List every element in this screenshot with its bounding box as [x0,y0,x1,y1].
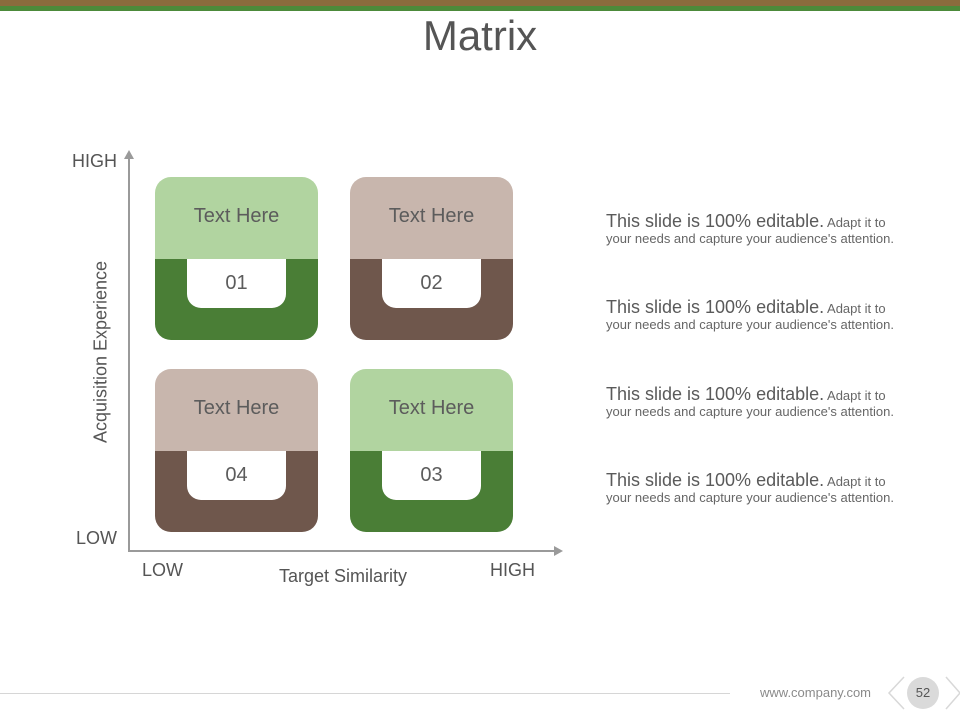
y-axis-line [128,152,130,552]
description-body: Adapt it to your needs and capture your … [606,215,894,246]
matrix-tile-04: Text Here 04 [155,369,318,532]
tile-top [350,369,513,451]
description-block-1: This slide is 100% editable. Adapt it to… [606,211,896,247]
matrix-tile-01: Text Here 01 [155,177,318,340]
tile-label: Text Here [388,397,475,419]
y-axis-high-label: HIGH [72,151,117,171]
description-body: Adapt it to your needs and capture your … [606,301,894,332]
x-axis-title: Target Similarity [279,566,408,586]
tile-label: Text Here [388,205,475,227]
tile-label: Text Here [193,205,280,227]
tile-label: Text Here [193,397,280,419]
tile-number: 02 [382,259,481,308]
x-axis-low-label: LOW [142,560,184,580]
page-nav-chevrons-icon [887,676,960,710]
x-axis-high-label: HIGH [490,560,535,580]
top-bar-green-stripe [0,6,960,11]
tile-number: 01 [187,259,286,308]
tile-top [155,177,318,259]
page-number-badge: 52 [907,677,939,709]
tile-number: 03 [382,451,481,500]
tile-number: 04 [187,451,286,500]
description-block-2: This slide is 100% editable. Adapt it to… [606,297,896,333]
y-axis-title: Acquisition Experience [90,260,111,444]
tile-top [155,369,318,451]
description-body: Adapt it to your needs and capture your … [606,388,894,419]
x-axis-arrow-icon [554,546,563,556]
description-body: Adapt it to your needs and capture your … [606,474,894,505]
top-color-bar [0,0,960,11]
description-block-3: This slide is 100% editable. Adapt it to… [606,384,896,420]
description-heading: This slide is 100% editable. [606,297,825,317]
footer-divider [0,693,730,694]
tile-top [350,177,513,259]
top-bar-brown-stripe [0,0,960,6]
matrix-tile-03: Text Here 03 [350,369,513,532]
description-heading: This slide is 100% editable. [606,211,825,231]
y-axis-low-label: LOW [76,528,118,548]
footer-url: www.company.com [760,685,872,700]
x-axis-line [128,550,556,552]
description-heading: This slide is 100% editable. [606,470,825,490]
slide-title: Matrix [422,12,538,59]
matrix-tile-02: Text Here 02 [350,177,513,340]
description-heading: This slide is 100% editable. [606,384,825,404]
y-axis-arrow-icon [124,150,134,159]
description-block-4: This slide is 100% editable. Adapt it to… [606,470,896,506]
